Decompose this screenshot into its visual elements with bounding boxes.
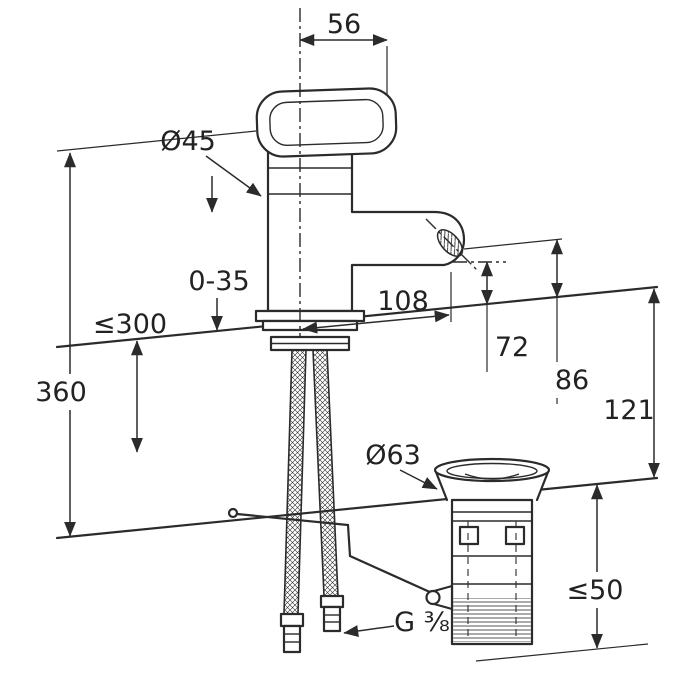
overflow-slot-right — [504, 525, 526, 546]
dim-spout-reach: 108 — [377, 286, 429, 317]
leader-thread — [343, 625, 395, 637]
rod-linkage — [235, 512, 434, 595]
label-mask — [556, 572, 634, 608]
dim-spout-height: 72 — [495, 332, 529, 363]
drain-valve — [425, 457, 551, 646]
hose-fitting-left — [279, 612, 305, 654]
dim-body-diameter: Ø45 — [160, 126, 216, 157]
ext-line-outlet — [463, 238, 563, 250]
deck-line-lower — [55, 476, 659, 540]
dim-handle-width: 56 — [327, 9, 361, 40]
overflow-slot-left — [458, 525, 480, 546]
dim-outlet-height: 86 — [555, 365, 589, 396]
centerlines — [299, 8, 506, 338]
label-mask — [34, 374, 88, 410]
aerator-axis-line — [425, 218, 478, 271]
leader-body-diameter — [205, 155, 262, 197]
dimension-labels: 56 Ø45 0-35 ≤300 360 108 72 86 121 Ø63 G… — [34, 9, 655, 638]
dim-total-height: 360 — [35, 377, 87, 408]
hose-fitting-right — [319, 594, 345, 633]
dim-clamping-range: 0-35 — [188, 266, 249, 297]
drain-thread-texture — [453, 598, 531, 642]
drain-plug — [464, 473, 520, 480]
faucet-body-and-spout — [266, 148, 466, 313]
supply-hoses — [279, 349, 345, 654]
dimension-lines — [56, 34, 660, 662]
leader-drain-diameter — [399, 469, 438, 490]
handle-outer — [255, 87, 398, 158]
handle-inner — [269, 98, 384, 147]
dim-hose-length: ≤300 — [93, 309, 167, 340]
rod-knob — [227, 507, 239, 519]
supply-hose-left — [283, 349, 307, 615]
dim-drain-height: ≤50 — [567, 575, 624, 606]
mounting-base — [254, 309, 366, 352]
dim-drain-diameter: Ø63 — [365, 440, 421, 471]
supply-hose-right — [312, 349, 339, 597]
flange-side-right — [535, 470, 550, 502]
faucet — [254, 87, 466, 352]
base-flange — [254, 309, 366, 323]
rod-ball-joint — [425, 589, 441, 606]
flange-side-left — [434, 470, 449, 502]
ext-line-drain-bottom — [475, 643, 649, 662]
pop-up-rod — [227, 507, 434, 595]
faucet-handle — [255, 87, 398, 158]
dim-thread-size: G ⅜ — [394, 607, 450, 638]
label-mask — [545, 362, 599, 398]
dim-right-height: 121 — [603, 395, 655, 426]
dim-line-spout-reach — [302, 310, 450, 334]
ext-line-top — [56, 130, 257, 152]
drain-flange-rim — [433, 457, 551, 483]
